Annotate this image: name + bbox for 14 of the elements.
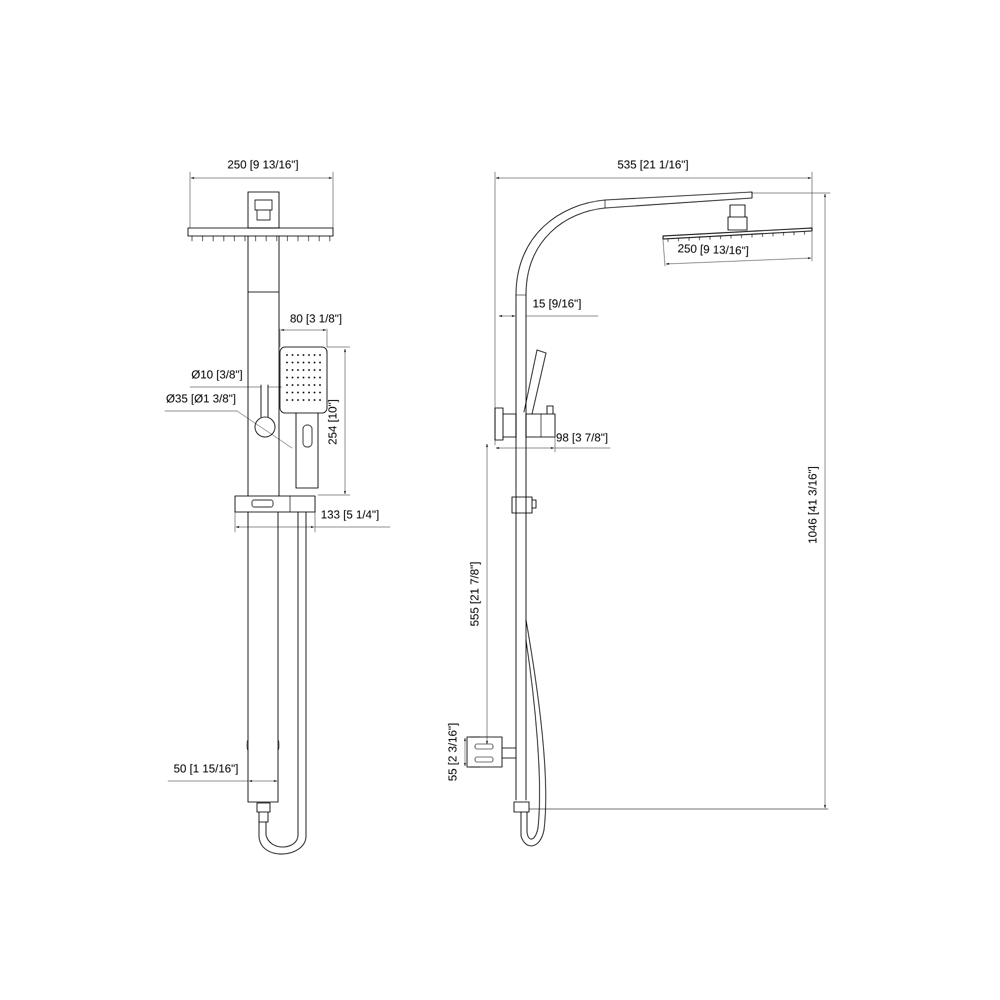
- dimension-text: 555 [21 7/8"]: [470, 562, 481, 626]
- dimension-text: 80 [3 1/8"]: [290, 314, 342, 325]
- dimension-text: 133 [5 1/4"]: [322, 510, 378, 521]
- dimension-text: 250 [9 13/16"]: [228, 160, 298, 171]
- dimension-text: Ø10 [3/8"]: [192, 370, 242, 381]
- dimension-text: 250 [9 13/16"]: [678, 244, 748, 257]
- dimension-text: 1046 [41 3/16"]: [808, 467, 819, 543]
- dimension-text: 50 [1 15/16"]: [174, 764, 238, 775]
- dimension-text: 55 [2 3/16"]: [448, 724, 459, 781]
- dimension-text: 535 [21 1/16"]: [618, 160, 688, 171]
- dimension-text: 15 [9/16"]: [533, 299, 581, 310]
- dimension-text: 98 [3 7/8"]: [556, 433, 608, 444]
- dimension-text: Ø35 [Ø1 3/8"]: [166, 394, 236, 405]
- dimension-text: 254 [10"]: [328, 400, 339, 444]
